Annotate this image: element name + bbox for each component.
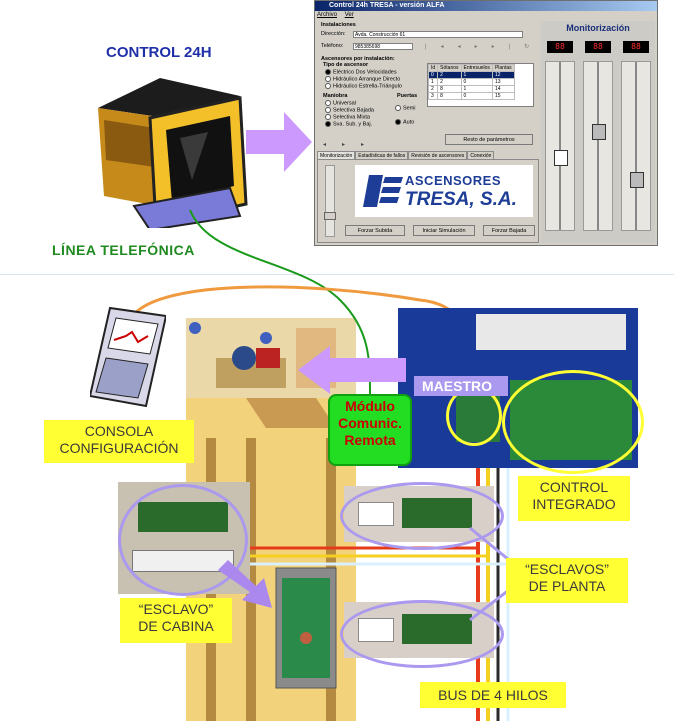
- resto-parametros-button[interactable]: Resto de parámetros: [445, 134, 533, 145]
- maniobra-label: Maniobra: [323, 93, 348, 99]
- logo-line1: ASCENSORES: [405, 173, 502, 188]
- menu-archivo[interactable]: Archivo: [317, 12, 338, 18]
- maniobra-option-0[interactable]: Universal: [325, 100, 356, 107]
- direccion-label: Dirección:: [321, 31, 346, 37]
- contactors: [476, 314, 626, 350]
- puertas-option-0[interactable]: Semi: [395, 105, 416, 112]
- tresa-logo: ASCENSORES TRESA, S.A.: [355, 165, 533, 217]
- esclavo-cabina-label: “ESCLAVO” DE CABINA: [120, 598, 232, 643]
- tab-conexion[interactable]: Conexión: [467, 151, 495, 160]
- forzar-subida-button[interactable]: Forzar Subida: [345, 225, 405, 236]
- elevator-shaft: [545, 61, 575, 231]
- tipo-option-1[interactable]: Hidráulico Arranque Directo: [325, 76, 400, 83]
- elevator-shaft: [621, 61, 651, 231]
- elevator-car: [630, 172, 644, 188]
- tab-estadisticas[interactable]: Estadísticas de fallos: [355, 151, 409, 160]
- consola-label: CONSOLA CONFIGURACIÓN: [44, 420, 194, 463]
- control24h-label: CONTROL 24H: [106, 44, 212, 61]
- elevator-car: [592, 124, 606, 140]
- planta-highlight-1: [340, 482, 504, 550]
- monitor-title: Monitorización: [566, 23, 630, 33]
- modulo-comunic-remota: Módulo Comunic. Remota: [328, 394, 412, 466]
- tresa-emblem-icon: [363, 175, 403, 207]
- arrow-down-right-icon: [218, 560, 272, 608]
- window-title: Control 24h TRESA - versión ALFA: [315, 1, 657, 11]
- direccion-field[interactable]: Avda. Construcción 61: [353, 31, 523, 38]
- floor-display: 88: [547, 41, 573, 53]
- nav-controls-bottom[interactable]: ◂▸▸: [323, 142, 381, 148]
- control-integrado-label: CONTROL INTEGRADO: [518, 476, 630, 521]
- arrow-left-icon: [298, 346, 406, 394]
- elevator-car: [554, 150, 568, 166]
- section-divider: [0, 274, 674, 275]
- esclavos-planta-label: “ESCLAVOS” DE PLANTA: [506, 558, 628, 603]
- computer-icon: [98, 78, 248, 228]
- puertas-option-1[interactable]: Auto: [395, 119, 414, 126]
- tipo-option-0[interactable]: Eléctrico Dos Velocidades: [325, 69, 397, 76]
- menu-ver[interactable]: Ver: [344, 12, 354, 18]
- telefono-label: Teléfono:: [321, 43, 344, 49]
- control-highlight: [502, 370, 644, 474]
- console-terminal-icon: [90, 306, 166, 408]
- cabina-highlight: [118, 484, 248, 596]
- bus-label: BUS DE 4 HILOS: [420, 682, 566, 708]
- tipo-option-2[interactable]: Hidráulico Estrella-Triángulo: [325, 83, 402, 90]
- floor-display: 88: [623, 41, 649, 53]
- floor-display: 88: [585, 41, 611, 53]
- linea-telefonica-label: LÍNEA TELEFÓNICA: [52, 242, 195, 258]
- instalaciones-heading: Instalaciones: [321, 22, 356, 28]
- app-window: Control 24h TRESA - versión ALFA Archivo…: [314, 0, 658, 246]
- tab-panel: [317, 159, 539, 243]
- logo-line2: TRESA, S.A.: [405, 189, 517, 210]
- maniobra-option-1[interactable]: Selectiva Bajada: [325, 107, 374, 114]
- telefono-field[interactable]: 985385698: [353, 43, 413, 50]
- maniobra-option-3[interactable]: Sva. Sub. y Baj.: [325, 121, 372, 128]
- ascensores-label: Ascensores por instalación:: [321, 56, 395, 62]
- arrow-right-icon: [246, 112, 312, 172]
- iniciar-simulacion-button[interactable]: Iniciar Simulación: [413, 225, 475, 236]
- elevator-shaft: [583, 61, 613, 231]
- maestro-label: MAESTRO: [414, 376, 508, 396]
- monitor-panel: Monitorización 88 88 88: [541, 21, 655, 243]
- tipo-label: Tipo de ascensor: [323, 62, 369, 68]
- menu-bar: Archivo Ver: [317, 11, 354, 20]
- puertas-label: Puertas: [397, 93, 418, 99]
- nav-controls[interactable]: |◂◂▸▸|↻: [425, 44, 544, 50]
- tab-revision[interactable]: Revisión de ascensores: [408, 151, 468, 160]
- planta-highlight-2: [340, 600, 504, 668]
- forzar-bajada-button[interactable]: Forzar Bajada: [483, 225, 535, 236]
- tab-monitorizacion[interactable]: Monitorización: [317, 151, 356, 160]
- maniobra-option-2[interactable]: Selectiva Mixta: [325, 114, 370, 121]
- slider-thumb[interactable]: [324, 212, 336, 220]
- tab-bar: Monitorización Estadísticas de fallos Re…: [317, 151, 495, 160]
- slider-track[interactable]: [324, 165, 336, 237]
